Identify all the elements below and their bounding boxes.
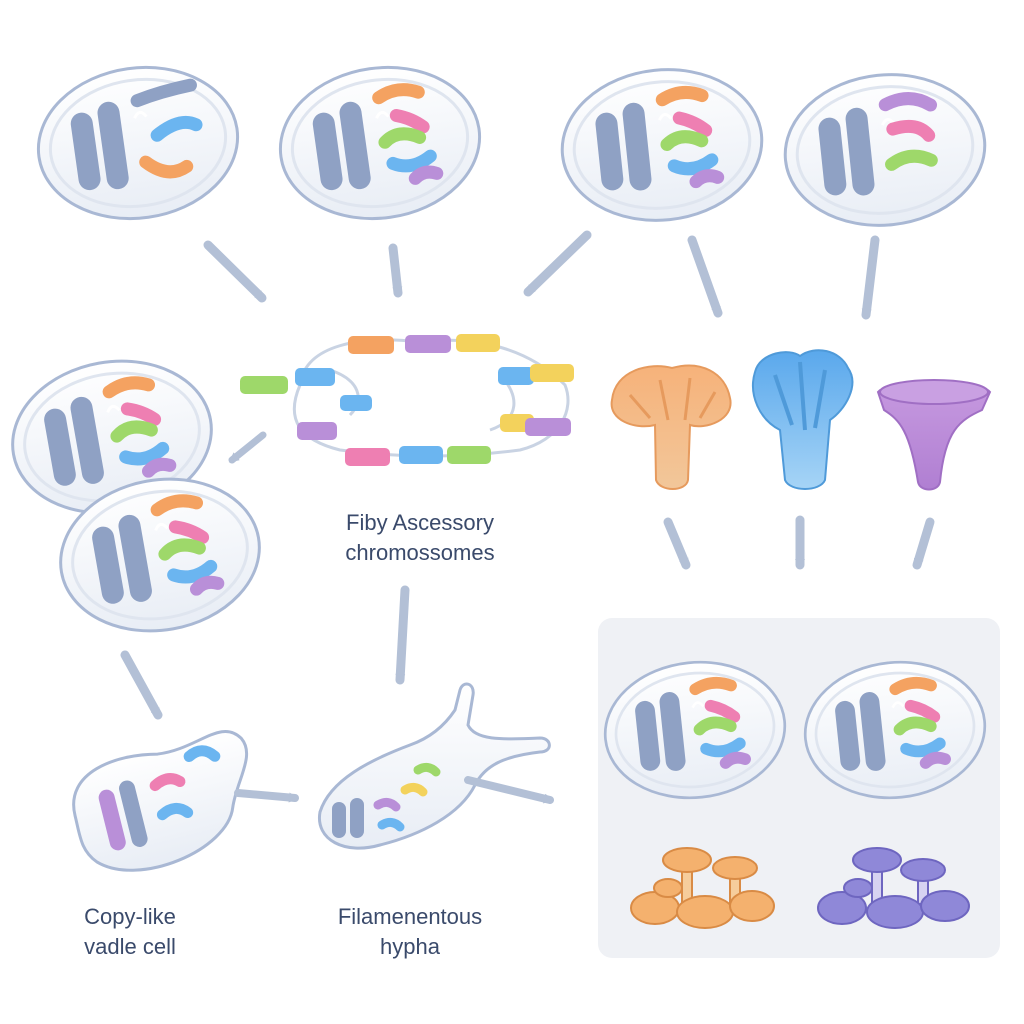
cell-icon (72, 730, 249, 872)
cell-label: Copy-like vadle cell (50, 902, 210, 962)
result-panel (597, 618, 1000, 958)
hypha-icon (318, 682, 551, 850)
fruiting-body-icon (876, 379, 992, 491)
hypha-label-line1: Filamenentous (337, 904, 483, 929)
arrow-icon (228, 431, 267, 464)
cell-icon (27, 53, 249, 233)
fruiting-body-icon (610, 364, 732, 490)
chromosome-ring-icon (240, 334, 574, 466)
accessory-label-line2: chromossomes (345, 540, 495, 565)
arrow-icon (120, 585, 410, 720)
arrow-icon (234, 789, 299, 803)
cell-icon (553, 58, 771, 232)
accessory-label-line1: Fiby Ascessory (346, 510, 494, 535)
cell-icon (776, 63, 994, 237)
fruiting-body-icon (752, 349, 854, 490)
arrow-icon (203, 230, 880, 320)
hypha-label-line2: hypha (380, 934, 440, 959)
mushroom-cluster-icon (630, 847, 775, 929)
cell-icon (269, 53, 491, 233)
cell-label-line2: vadle cell (84, 934, 176, 959)
accessory-chromosomes-label: Fiby Ascessory chromossomes (300, 508, 540, 568)
hypha-label: Filamenentous hypha (315, 902, 505, 962)
mushroom-cluster-icon (817, 847, 970, 929)
cell-label-line1: Copy-like (84, 904, 176, 929)
arrow-icon (663, 515, 935, 570)
arrow-icon (464, 776, 554, 804)
